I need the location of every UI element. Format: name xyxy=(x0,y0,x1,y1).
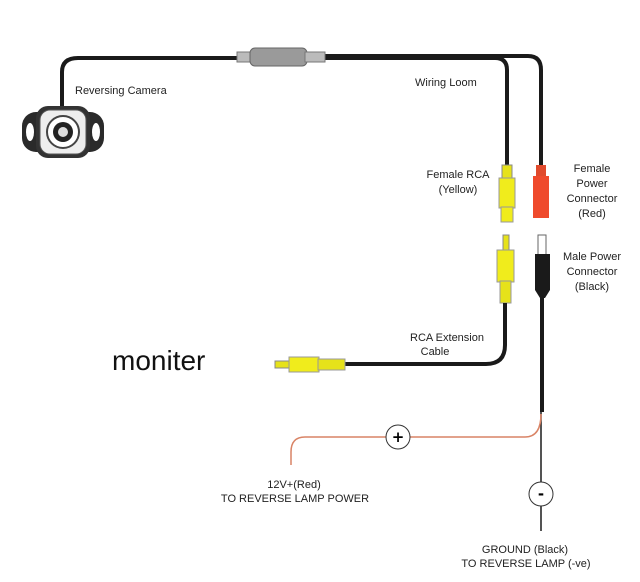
male-power-label-2: Connector xyxy=(567,266,618,278)
loom-label: Wiring Loom xyxy=(415,77,477,89)
rca-extension-cable xyxy=(345,303,507,366)
plus-symbol-icon: + xyxy=(385,424,411,450)
female-rca-connector xyxy=(498,164,516,223)
svg-text:-: - xyxy=(538,485,544,503)
rca-extension-label-2: Cable xyxy=(421,346,450,358)
female-power-connector xyxy=(533,165,549,218)
ground-wire-label-1: GROUND (Black) xyxy=(482,544,568,556)
female-power-label-3: Connector xyxy=(567,193,618,205)
female-power-label-1: Female xyxy=(574,163,611,175)
female-power-color: (Red) xyxy=(578,208,606,220)
camera-cable xyxy=(60,56,509,168)
male-power-label-1: Male Power xyxy=(563,251,621,263)
female-rca-label: Female RCA xyxy=(427,169,491,181)
reversing-camera xyxy=(22,106,104,158)
rca-extension-label-1: RCA Extension xyxy=(410,332,484,344)
rca-plug-monitor-end xyxy=(274,356,346,373)
male-rca-connector xyxy=(496,234,515,304)
minus-symbol-icon: - xyxy=(528,481,554,507)
svg-text:+: + xyxy=(392,428,405,446)
power-wire-label-2: TO REVERSE LAMP POWER xyxy=(221,493,369,505)
power-cable-top xyxy=(320,54,543,168)
male-power-connector xyxy=(535,234,550,298)
wiring-loom-connector xyxy=(236,47,326,67)
power-wire-label-1: 12V+(Red) xyxy=(267,479,321,491)
monitor-label: moniter xyxy=(112,345,205,376)
female-power-label-2: Power xyxy=(576,178,608,190)
ground-wire-label-2: TO REVERSE LAMP (-ve) xyxy=(461,558,590,570)
female-rca-color: (Yellow) xyxy=(439,184,478,196)
camera-label: Reversing Camera xyxy=(75,85,168,97)
red-power-wire xyxy=(290,413,542,465)
male-power-color: (Black) xyxy=(575,281,609,293)
